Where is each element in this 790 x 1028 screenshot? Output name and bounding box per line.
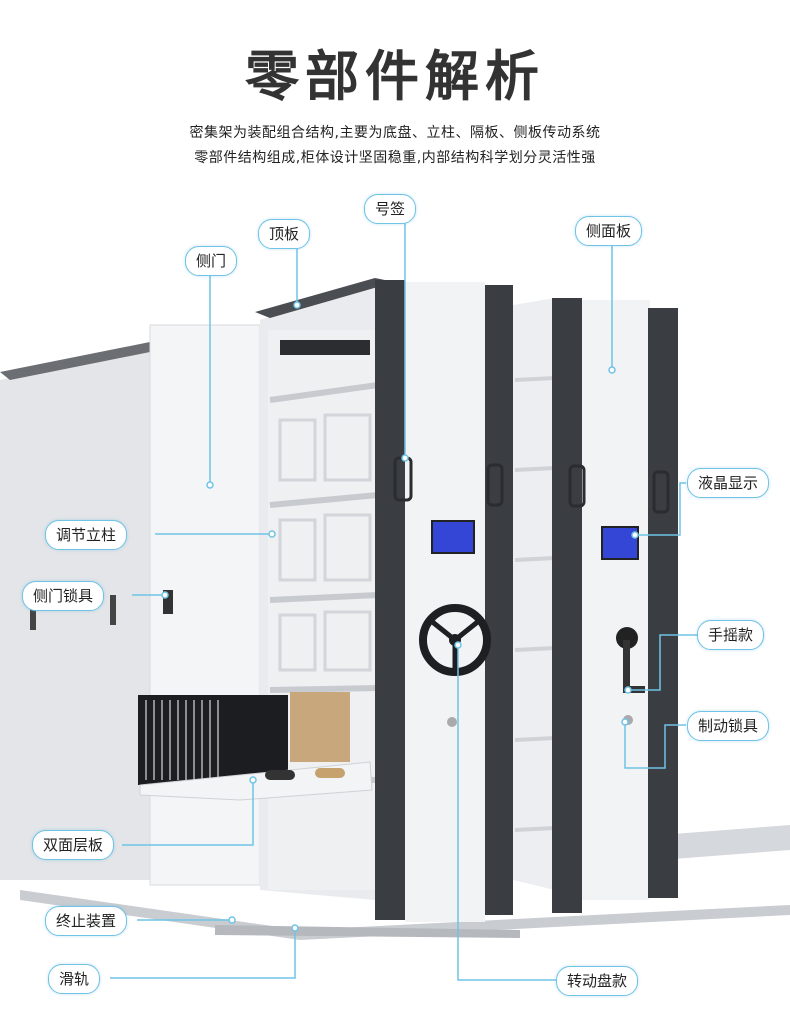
callout-lcd-display: 液晶显示 (687, 468, 770, 498)
leader-dots (161, 301, 639, 932)
callout-side-door-lock: 侧门锁具 (22, 581, 105, 611)
lcd-screen-icon (431, 520, 475, 554)
callout-adjust-column: 调节立柱 (45, 520, 128, 550)
callout-side-panel: 侧面板 (575, 216, 643, 246)
callout-rotating-wheel: 转动盘款 (556, 966, 639, 996)
rail-track (20, 825, 790, 940)
callout-label-tag: 号签 (364, 194, 417, 224)
open-cabinet-front (255, 278, 513, 922)
leader-lines (110, 220, 697, 981)
callout-rail: 滑轨 (48, 964, 101, 994)
callout-stop-device: 终止装置 (45, 906, 128, 936)
subtitle-line-2: 零部件结构组成,柜体设计坚固稳重,内部结构科学划分灵活性强 (194, 150, 596, 166)
double-shelf-with-binders (138, 692, 373, 801)
callout-brake-lock: 制动锁具 (687, 711, 770, 741)
callout-top-board: 顶板 (258, 219, 311, 249)
open-cabinet-back (513, 298, 678, 913)
callout-side-door: 侧门 (185, 246, 238, 276)
callout-double-shelf: 双面层板 (32, 830, 115, 860)
callout-hand-crank: 手摇款 (697, 620, 765, 650)
side-door-lock-icon (163, 590, 173, 614)
page-title: 零部件解析 (245, 45, 545, 108)
subtitle-line-1: 密集架为装配组合结构,主要为底盘、立柱、隔板、侧板传动系统 (189, 125, 601, 141)
